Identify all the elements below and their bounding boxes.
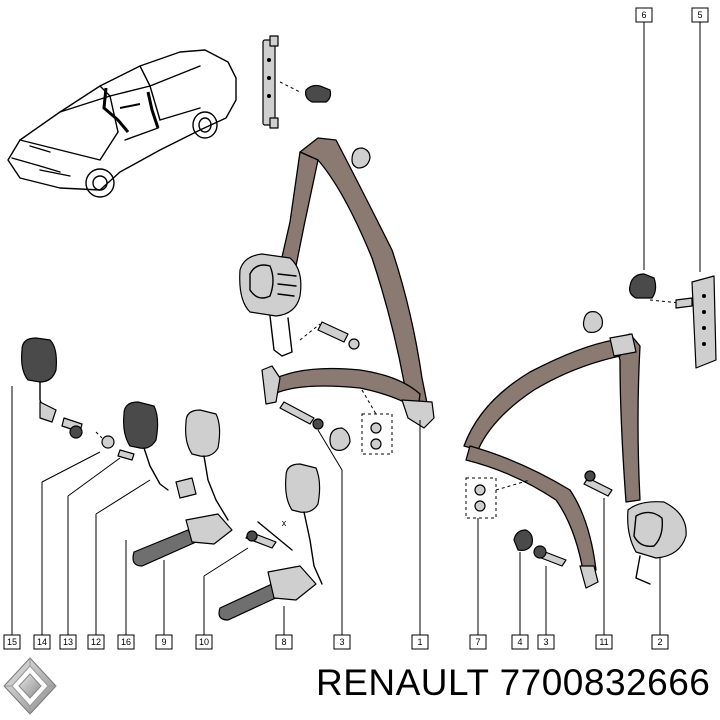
svg-text:3: 3 bbox=[543, 637, 548, 647]
callout-15: 15 bbox=[3, 634, 21, 650]
leader-lines bbox=[11, 22, 701, 635]
center-buckle-light bbox=[175, 409, 229, 521]
svg-text:14: 14 bbox=[37, 637, 47, 647]
anchor-bolts-right bbox=[513, 470, 613, 567]
car-illustration bbox=[7, 49, 237, 198]
svg-text:11: 11 bbox=[599, 637, 608, 647]
svg-text:8: 8 bbox=[281, 637, 286, 647]
callout-8: 8 bbox=[275, 634, 293, 650]
callout-14: 14 bbox=[33, 634, 51, 650]
callout-2: 2 bbox=[651, 634, 669, 650]
svg-text:3: 3 bbox=[339, 637, 344, 647]
washer-13 bbox=[95, 431, 115, 449]
front-seat-belt-right bbox=[463, 333, 687, 589]
callout-5: 5 bbox=[691, 7, 709, 23]
renault-logo-icon bbox=[3, 657, 57, 715]
callout-13: 13 bbox=[59, 634, 77, 650]
svg-text:15: 15 bbox=[7, 637, 17, 647]
callout-7: 7 bbox=[469, 634, 487, 650]
svg-text:12: 12 bbox=[91, 637, 101, 647]
part-number: 7700832666 bbox=[499, 662, 711, 703]
rear-center-buckle-8 bbox=[218, 463, 323, 621]
belt-guide-clip-right bbox=[582, 273, 657, 333]
anchor-bolt-left bbox=[279, 401, 324, 430]
callout-1: 1 bbox=[411, 634, 429, 650]
callout-3-left: 3 bbox=[333, 634, 351, 650]
svg-text:10: 10 bbox=[199, 637, 209, 647]
center-buckle-dark bbox=[123, 401, 169, 491]
svg-text:1: 1 bbox=[417, 637, 422, 647]
callout-3-right: 3 bbox=[537, 634, 555, 650]
svg-text:9: 9 bbox=[161, 637, 166, 647]
stalk-handle-16-9 bbox=[132, 513, 233, 567]
callout-9: 9 bbox=[155, 634, 173, 650]
svg-text:16: 16 bbox=[121, 637, 131, 647]
svg-text:4: 4 bbox=[517, 637, 522, 647]
callout-12: 12 bbox=[87, 634, 105, 650]
callout-10: 10 bbox=[195, 634, 213, 650]
height-adjuster-right bbox=[649, 275, 717, 369]
spacer-washers-left bbox=[329, 389, 393, 455]
svg-text:5: 5 bbox=[697, 10, 702, 20]
clip-12 bbox=[117, 449, 135, 461]
cross-mark-label: x bbox=[282, 518, 287, 528]
callout-11: 11 bbox=[595, 634, 613, 650]
belt-guide-clip-left bbox=[351, 147, 371, 169]
height-adjuster-left bbox=[262, 35, 332, 129]
callout-16: 16 bbox=[117, 634, 135, 650]
front-seat-belt-left bbox=[239, 137, 435, 429]
bolt-10 bbox=[245, 521, 293, 551]
svg-text:13: 13 bbox=[63, 637, 73, 647]
svg-text:6: 6 bbox=[641, 10, 646, 20]
rear-buckle-15 bbox=[21, 337, 57, 423]
footer-caption: RENAULT 7700832666 bbox=[316, 662, 716, 704]
svg-text:7: 7 bbox=[475, 637, 480, 647]
spacer-washers-right bbox=[465, 477, 531, 519]
callout-4: 4 bbox=[511, 634, 529, 650]
callout-6: 6 bbox=[635, 7, 653, 23]
svg-text:2: 2 bbox=[657, 637, 662, 647]
bolt-14 bbox=[61, 417, 83, 439]
brand-name: RENAULT bbox=[316, 662, 489, 703]
